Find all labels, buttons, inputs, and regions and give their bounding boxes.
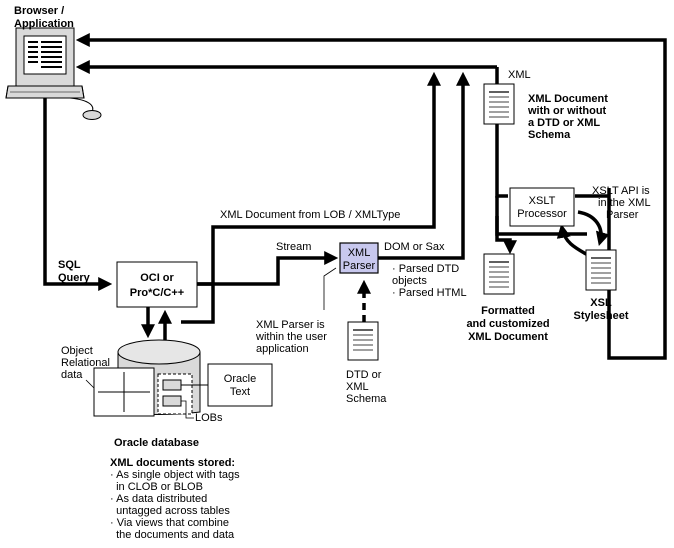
object-relational-line3: data [61, 369, 83, 381]
parser-within-line1: XML Parser is [256, 319, 325, 331]
parsed-outputs-line1: · Parsed DTD [392, 263, 459, 275]
stored-title: XML documents stored: [110, 457, 235, 469]
formatted-doc-line3: XML Document [468, 331, 548, 343]
stored-item-1: · As single object with tags [110, 469, 240, 481]
oracle-text-line2: Text [230, 386, 250, 398]
xslt-processor-box [509, 187, 575, 227]
formatted-doc-line2: and customized [466, 318, 549, 330]
dtd-label-line3: Schema [346, 393, 387, 405]
xslt-api-line3: Parser [606, 209, 639, 221]
stored-item-2: in CLOB or BLOB [110, 481, 203, 493]
dom-sax-label: DOM or Sax [384, 241, 445, 253]
formatted-doc-line1: Formatted [481, 305, 535, 317]
sql-query-arrow [43, 98, 113, 291]
oracle-text-line1: Oracle [224, 373, 256, 385]
document-icon [585, 249, 617, 291]
to-formatted-arrow [495, 216, 517, 255]
oracle-database-label: Oracle database [114, 437, 199, 449]
parser-within-line2: within the user [255, 331, 327, 343]
object-relational-line1: Object [61, 345, 93, 357]
oracle-text-box [207, 363, 273, 407]
xslt-processor-line2: Processor [517, 208, 567, 220]
oci-label-line1: OCI or [140, 272, 174, 284]
computer-icon [5, 27, 102, 120]
parser-within-line3: application [256, 343, 309, 355]
dom-sax-arrow [378, 71, 470, 260]
stored-item-6: the documents and data [110, 529, 235, 541]
parser-callout-line [323, 267, 337, 310]
xslt-api-line1: XSLT API is [592, 185, 650, 197]
browser-app-label-line2: Application [14, 18, 74, 30]
xsl-stylesheet-line1: XSL [590, 297, 612, 309]
xml-parser-label-line1: XML [348, 247, 371, 259]
xml-doc-desc-line4: Schema [528, 129, 571, 141]
document-icon [347, 321, 379, 361]
xml-doc-desc-line3: a DTD or XML [528, 117, 600, 129]
stream-label: Stream [276, 241, 311, 253]
lobs-label: LOBs [195, 412, 223, 424]
sql-query-label-line1: SQL [58, 259, 81, 271]
parsed-outputs-line2: objects [392, 275, 427, 287]
xml-doc-desc-line1: XML Document [528, 93, 608, 105]
xml-from-lob-arrow [181, 71, 441, 324]
dtd-label-line2: XML [346, 381, 369, 393]
xml-label: XML [508, 69, 531, 81]
dtd-label-line1: DTD or [346, 369, 382, 381]
oci-label-line2: Pro*C/C++ [130, 287, 184, 299]
stored-item-3: · As data distributed [110, 493, 207, 505]
sql-query-label-line2: Query [58, 272, 91, 284]
browser-app-label-line1: Browser / [14, 5, 64, 17]
xml-parser-label-line2: Parser [343, 260, 376, 272]
xml-doc-desc-line2: with or without [527, 105, 607, 117]
parsed-outputs-line3: · Parsed HTML [392, 287, 467, 299]
stream-arrow [197, 251, 339, 286]
return-to-app-arrow-top [75, 33, 667, 360]
processor-to-xsl-arrow [577, 210, 610, 247]
document-icon [483, 253, 515, 295]
object-relational-line2: Relational [61, 357, 110, 369]
xml-from-lob-label: XML Document from LOB / XMLType [220, 209, 400, 221]
oci-box [116, 261, 198, 308]
stored-item-5: · Via views that combine [110, 517, 229, 529]
xslt-api-line2: in the XML [598, 197, 651, 209]
stored-item-4: untagged across tables [110, 505, 230, 517]
xslt-processor-line1: XSLT [529, 195, 556, 207]
xml-parser-box [339, 242, 379, 274]
document-icon [483, 83, 515, 125]
xsl-stylesheet-line2: Stylesheet [573, 310, 628, 322]
